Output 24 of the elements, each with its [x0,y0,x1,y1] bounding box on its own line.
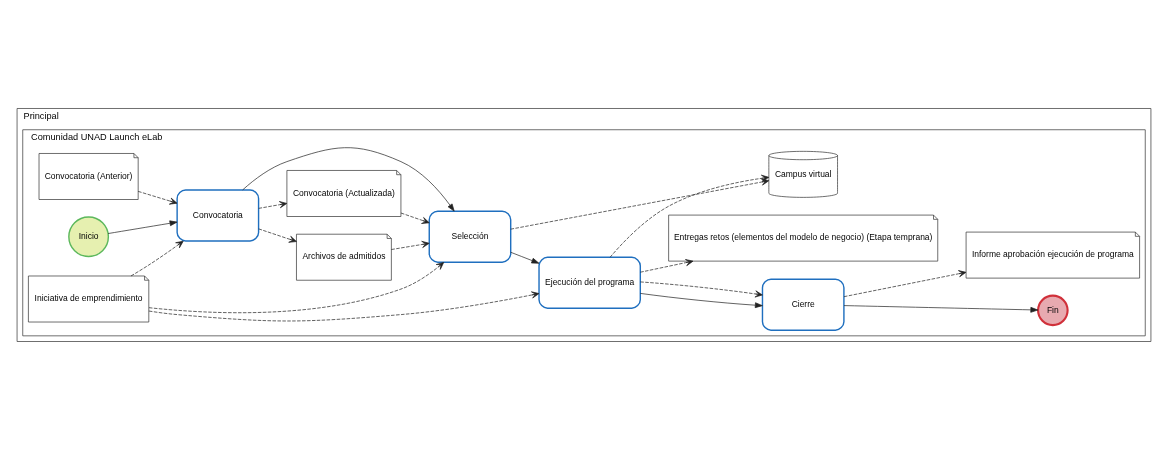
arrow [258,228,297,243]
arrow [107,219,178,234]
arrow [137,190,178,205]
arrow [130,240,184,276]
arrow [640,258,694,273]
arrow [510,178,770,230]
node-circle: Fin [1037,294,1069,326]
arrow [510,251,540,264]
node-box: Selección [428,210,512,263]
arrow [242,146,455,211]
arrow [843,269,967,297]
node-box: Convocatoria [176,188,260,242]
arrow [640,292,763,308]
node-circle: Inicio [68,215,110,257]
arrow [400,212,430,224]
arrow [640,281,763,297]
node-box: Ejecución del programa [538,256,641,309]
arrow [609,174,770,258]
arrow [391,240,430,250]
arrow [258,200,288,209]
node-box: Cierre [761,277,845,331]
arrow [148,261,445,313]
arrow [148,290,540,321]
arrow [843,304,1039,313]
